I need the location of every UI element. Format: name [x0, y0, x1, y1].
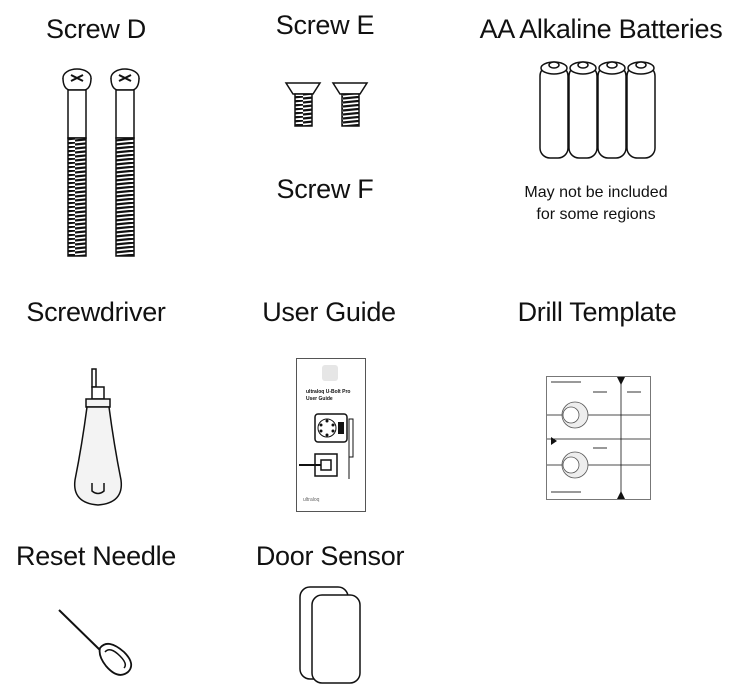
booklet-brand: ultraloq: [303, 497, 320, 503]
battery-1: [539, 61, 569, 159]
screw-e-left: [284, 82, 322, 127]
user-guide-booklet: ultraloq U-Bolt Pro User Guide ultraloq: [296, 358, 366, 512]
screw-f-label: Screw F: [276, 174, 374, 204]
booklet-title: ultraloq U-Bolt Pro: [306, 389, 351, 395]
batteries-icon: [539, 61, 656, 159]
door-sensor-icon: [299, 586, 361, 684]
screw-d-icon: [62, 68, 140, 257]
screw-d-left: [62, 68, 92, 257]
template-sheet-icon: [547, 377, 650, 499]
batteries-note-line2: for some regions: [536, 206, 656, 223]
reset-needle-label: Reset Needle: [16, 541, 176, 571]
batteries-label: AA Alkaline Batteries: [479, 14, 723, 44]
screwdriver-label: Screwdriver: [26, 297, 166, 327]
lock-illustration-icon: [299, 413, 354, 479]
battery-4: [626, 61, 656, 159]
screwdriver-icon: [73, 368, 123, 506]
screw-e-icon: [284, 82, 369, 127]
door-sensor-label: Door Sensor: [255, 541, 405, 571]
battery-2: [568, 61, 598, 159]
drill-template-sheet: [546, 376, 651, 500]
user-guide-label: User Guide: [262, 297, 396, 327]
booklet-subtitle: User Guide: [306, 396, 333, 402]
logo-icon: [322, 365, 338, 381]
screw-d-label: Screw D: [46, 14, 146, 44]
reset-needle-icon: [58, 609, 133, 676]
batteries-note: May not be included for some regions: [524, 182, 667, 226]
screw-d-right: [110, 68, 140, 257]
screw-e-label: Screw E: [275, 10, 375, 40]
drill-template-label: Drill Template: [517, 297, 677, 327]
screw-e-right: [331, 82, 369, 127]
battery-3: [597, 61, 627, 159]
batteries-note-line1: May not be included: [524, 184, 668, 201]
